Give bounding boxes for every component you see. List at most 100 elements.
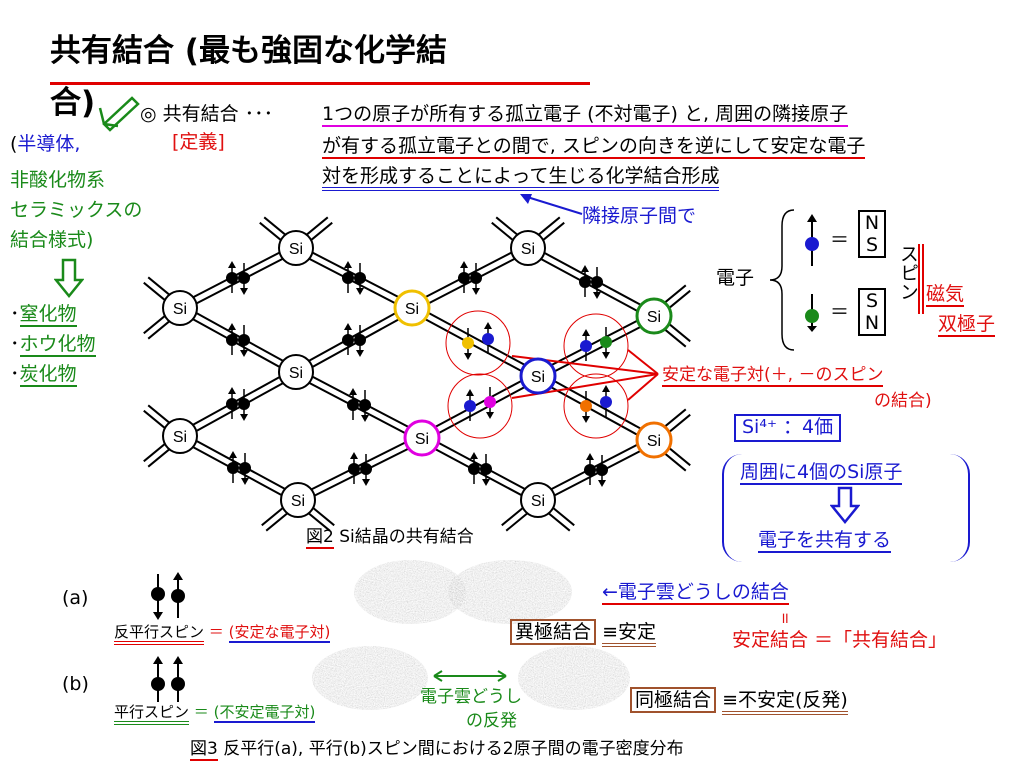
si-atom: [635, 297, 673, 335]
electron: [596, 464, 608, 476]
arrow-head: [361, 415, 369, 422]
hetero-bond: 異極結合 ≡安定: [510, 619, 656, 647]
electron: [482, 333, 494, 345]
si-atom-label: Si: [521, 241, 535, 258]
arrow-head: [229, 451, 237, 458]
electron: [226, 334, 238, 346]
arrow-head: [241, 478, 249, 485]
electron-cloud: [354, 560, 466, 624]
si-atom-label: Si: [405, 301, 419, 318]
bond-line: [423, 378, 541, 442]
electron: [470, 272, 482, 284]
section-b-label: (b): [62, 673, 89, 695]
arrow-head: [240, 414, 248, 421]
cloud-bond-label: ←電子雲どうしの結合: [602, 581, 789, 605]
arrow-head: [486, 412, 494, 419]
share-line2: 電子を共有する: [758, 529, 892, 553]
bond-line: [419, 372, 537, 436]
arrow-head: [362, 479, 370, 486]
electron: [342, 272, 354, 284]
pair-arrow: [627, 373, 659, 401]
si-atom: [278, 230, 314, 266]
arrow-head: [593, 292, 601, 299]
si-atom-label: Si: [647, 433, 661, 450]
electron: [484, 396, 496, 408]
bond-line: [535, 312, 653, 374]
arrow-head: [240, 288, 248, 295]
left-note-semiconductor: (半導体,: [10, 133, 81, 155]
arrow-head: [349, 388, 357, 395]
si-valence-box: Si⁴⁺ ：4価: [734, 414, 842, 442]
left-note-oxide: 非酸化物系: [10, 169, 106, 191]
arrow-head: [344, 323, 352, 330]
list-item-carbide: ･炭化物: [10, 363, 77, 387]
arrow-head: [582, 416, 590, 423]
electron: [580, 400, 592, 412]
parallel-spin-icon: [151, 656, 185, 702]
bond-line: [539, 372, 657, 438]
electron-cloud: [312, 646, 428, 710]
si-atom-label: Si: [531, 493, 545, 510]
arrow-head: [460, 261, 468, 268]
electron-label: 電子: [716, 267, 755, 289]
bond-line: [539, 318, 657, 380]
definition-mark: ◎ 共有結合 ･･･: [140, 103, 274, 125]
electron: [359, 399, 371, 411]
arrow-head: [356, 288, 364, 295]
list-item-boride: ･ホウ化物: [10, 333, 96, 357]
electron: [591, 276, 603, 288]
stable-pair-label2: の結合): [874, 391, 932, 411]
electron: [238, 272, 250, 284]
pair-circle: [445, 310, 511, 376]
repel-label1: 電子雲どうし: [420, 687, 522, 707]
pair-arrow: [627, 349, 659, 375]
pair-circle: [563, 313, 629, 379]
electron: [462, 337, 474, 349]
section-a-label: (a): [62, 587, 89, 609]
page-title-continued: 合): [50, 85, 96, 121]
arrow-head: [602, 352, 610, 359]
fig2-caption: 図2 Si結晶の共有結合: [306, 527, 474, 549]
green-arrow-icon: [98, 96, 140, 132]
electron: [226, 272, 238, 284]
left-note-ceramics: セラミックスの: [10, 199, 143, 221]
arrow-head: [228, 387, 236, 394]
electron: [226, 398, 238, 410]
arrow-head: [482, 479, 490, 486]
arrow-head: [350, 452, 358, 459]
repel-label2: の反発: [466, 711, 517, 731]
repel-arrow-icon: [433, 670, 507, 682]
definition-line1: 1つの原子が所有する孤立電子 (不対電子) と, 周囲の隣接原子: [322, 103, 849, 127]
arrow-head: [356, 350, 364, 357]
blue-arrow-icon: [520, 194, 583, 215]
electron: [468, 463, 480, 475]
antiparallel-spin-icon: [151, 572, 185, 620]
arrow-head: [598, 480, 606, 487]
definition-line3: 対を形成することによって生じる化学結合形成: [322, 165, 720, 191]
si-atom: [278, 354, 314, 390]
down-arrow-icon: [54, 258, 84, 298]
page-title: 共有結合 (最も強固な化学結: [50, 33, 447, 69]
electron: [227, 462, 239, 474]
si-atom-label: Si: [173, 301, 187, 318]
electron: [354, 334, 366, 346]
magnetic-label: 磁気: [926, 283, 965, 307]
pair-circle: [447, 373, 513, 439]
left-note-bond-style: 結合様式): [10, 229, 94, 251]
arrow-head: [228, 323, 236, 330]
definition-line2: が有する孤立電子との間で, スピンの向きを逆にして安定な電子: [322, 135, 866, 159]
arrow-head: [484, 322, 492, 329]
share-bracket: [722, 454, 970, 562]
equals-bottom: ＝: [830, 301, 850, 323]
electron: [238, 398, 250, 410]
adjacent-label: 隣接原子間で: [582, 205, 697, 227]
spin-double-line: [918, 244, 924, 314]
electron-clouds-bonded: [354, 560, 572, 624]
si-atom-label: Si: [289, 241, 303, 258]
electron: [580, 340, 592, 352]
si-atom-label: Si: [531, 369, 545, 386]
electron: [480, 463, 492, 475]
arrow-head: [472, 288, 480, 295]
electron: [464, 400, 476, 412]
